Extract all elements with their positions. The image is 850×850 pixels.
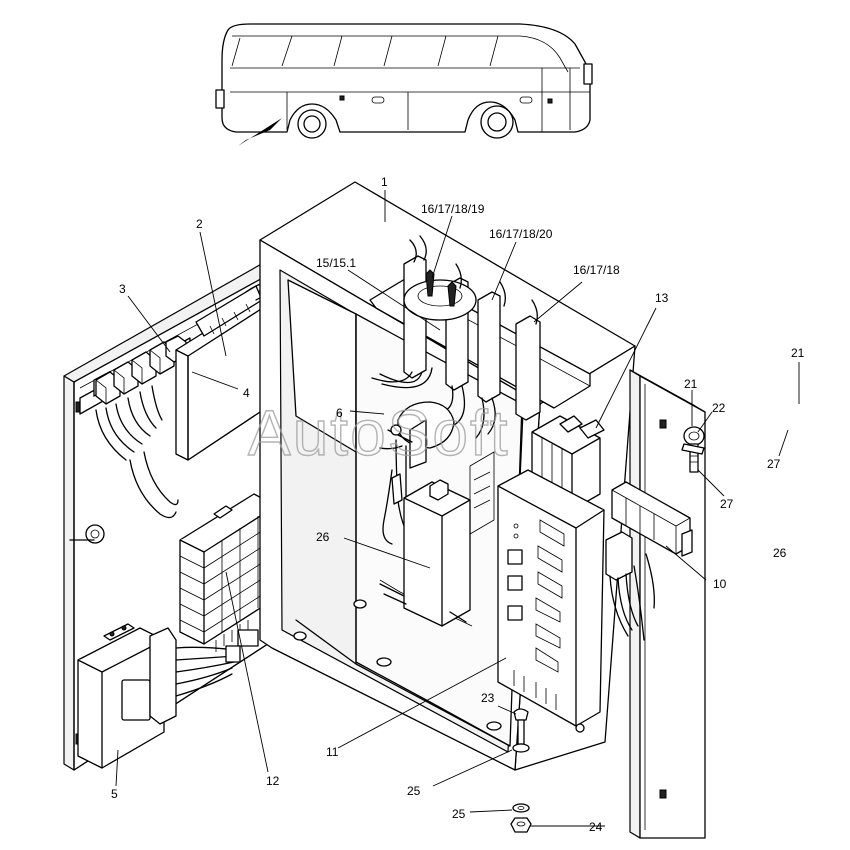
callout-27-far: 27 (767, 457, 781, 471)
cable-trunking (369, 235, 591, 441)
fuse-block-12 (179, 493, 319, 652)
callout-21-far: 21 (791, 346, 805, 360)
callout-16-18: 16/17/18 (573, 263, 620, 277)
fasteners (510, 708, 532, 833)
control-unit-2 (175, 278, 331, 461)
harness-6 (379, 401, 455, 545)
control-unit-5 (77, 623, 241, 769)
callout-16-19: 16/17/18/19 (421, 202, 485, 216)
callout-23: 23 (481, 691, 495, 705)
callout-25-lower: 25 (452, 807, 466, 821)
callout-22: 22 (712, 401, 726, 415)
callout-10: 10 (713, 577, 727, 591)
callout-12: 12 (266, 774, 280, 788)
callout-2: 2 (196, 217, 203, 231)
leader-lines (115, 190, 800, 827)
callout-5: 5 (111, 787, 118, 801)
callout-labels: 1 2 3 4 5 6 10 11 12 13 15/15.1 16/17/18… (111, 175, 805, 834)
watermark: AutoSoft (248, 397, 510, 469)
cable-loop (129, 459, 177, 519)
callout-6: 6 (336, 406, 343, 420)
callout-16-20: 16/17/18/20 (489, 227, 553, 241)
control-unit-26 (379, 479, 471, 627)
callout-3: 3 (119, 282, 126, 296)
callout-21: 21 (684, 377, 698, 391)
callout-11: 11 (326, 745, 339, 759)
callout-4: 4 (243, 386, 250, 400)
callout-26-inner: 26 (316, 530, 330, 544)
callout-15: 15/15.1 (316, 256, 356, 270)
bus-illustration (215, 23, 593, 146)
callout-27: 27 (720, 497, 734, 511)
circuit-board-11 (469, 451, 605, 733)
callout-1: 1 (381, 175, 388, 189)
callout-25-upper: 25 (407, 784, 421, 798)
callout-26-far: 26 (773, 546, 787, 560)
callout-24: 24 (589, 820, 603, 834)
callout-13: 13 (655, 291, 669, 305)
relay-block-10 (605, 481, 693, 641)
cable-loop-2 (143, 451, 179, 506)
right-door (629, 369, 706, 839)
